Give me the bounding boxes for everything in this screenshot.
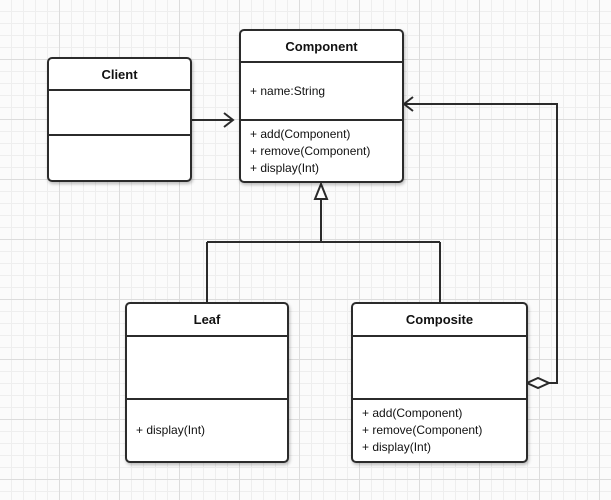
class-component-attributes: + name:String — [241, 63, 402, 121]
aggregation-diamond — [524, 376, 552, 390]
attribute-row: + name:String — [250, 84, 326, 98]
class-leaf[interactable]: Leaf + display(Int) — [125, 302, 289, 463]
class-composite-attributes — [353, 337, 526, 400]
class-leaf-name: Leaf — [127, 304, 287, 337]
operation-row: + remove(Component) — [362, 423, 483, 437]
class-component[interactable]: Component + name:String + add(Component)… — [239, 29, 404, 183]
class-client-attributes — [49, 91, 190, 136]
class-composite[interactable]: Composite + add(Component) + remove(Comp… — [351, 302, 528, 463]
operation-row: + display(Int) — [136, 423, 206, 437]
operation-row: + add(Component) — [250, 126, 351, 141]
class-leaf-attributes — [127, 337, 287, 400]
class-client-name: Client — [49, 59, 190, 91]
class-composite-name: Composite — [353, 304, 526, 337]
generalization-triangle — [313, 181, 329, 200]
operation-row: + display(Int) — [250, 160, 320, 175]
operation-row: + add(Component) — [362, 406, 463, 420]
class-composite-operations: + add(Component) + remove(Component) + d… — [353, 400, 526, 461]
class-client-operations — [49, 136, 190, 180]
class-component-name: Component — [241, 31, 402, 63]
class-component-operations: + add(Component) + remove(Component) + d… — [241, 121, 402, 181]
association-arrowhead — [223, 112, 235, 128]
aggregation-arrowhead — [402, 96, 414, 112]
class-client[interactable]: Client — [47, 57, 192, 182]
class-leaf-operations: + display(Int) — [127, 400, 287, 461]
operation-row: + display(Int) — [362, 440, 432, 454]
operation-row: + remove(Component) — [250, 143, 371, 158]
